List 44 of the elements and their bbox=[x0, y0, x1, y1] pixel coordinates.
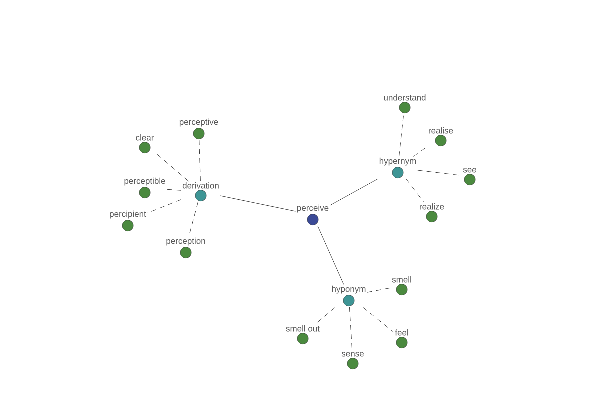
word-node: see bbox=[463, 168, 476, 186]
node-label: percipient bbox=[110, 210, 146, 219]
node-label: realise bbox=[429, 128, 454, 134]
word-node: understand bbox=[384, 94, 426, 114]
word-node: feel bbox=[395, 330, 408, 348]
node-label: perception bbox=[166, 238, 206, 246]
node-label: understand bbox=[384, 94, 426, 101]
word-node: clear bbox=[136, 134, 154, 154]
node-label: sense bbox=[342, 352, 364, 357]
node-label: perceptive bbox=[180, 118, 218, 127]
dashed-link bbox=[199, 140, 201, 182]
node-label: smell bbox=[392, 276, 412, 283]
link-line bbox=[220, 196, 296, 212]
dashed-link bbox=[155, 152, 189, 182]
node-label: hypernym bbox=[380, 158, 416, 166]
word-node: perceptive bbox=[180, 118, 218, 140]
dashed-link bbox=[362, 307, 394, 333]
node-label: clear bbox=[136, 134, 154, 141]
node-label: see bbox=[463, 168, 476, 173]
dashed-link bbox=[350, 307, 353, 352]
word-node: percipient bbox=[110, 210, 146, 232]
word-node: smell out bbox=[286, 326, 320, 344]
node-label: smell out bbox=[286, 326, 320, 332]
link-line bbox=[330, 178, 378, 206]
node-label: feel bbox=[395, 330, 408, 336]
word-node: perceptible bbox=[124, 178, 166, 198]
dashed-link bbox=[406, 179, 424, 203]
dashed-link bbox=[147, 200, 182, 214]
word-node: perception bbox=[166, 238, 206, 258]
dashed-link bbox=[166, 189, 182, 191]
word-node: smell bbox=[392, 276, 412, 296]
dashed-link bbox=[414, 146, 428, 157]
link-line bbox=[318, 226, 344, 285]
dashed-link bbox=[367, 288, 392, 293]
word-node: sense bbox=[342, 352, 364, 370]
dashed-link bbox=[399, 114, 404, 157]
word-node: realise bbox=[429, 128, 454, 146]
word-node: realize bbox=[420, 204, 444, 222]
node-label: hyponym bbox=[332, 286, 366, 294]
dashed-link bbox=[315, 307, 336, 325]
node-label: perceptible bbox=[124, 178, 166, 186]
node-label: realize bbox=[420, 204, 444, 210]
node-label: derivation bbox=[182, 182, 219, 189]
node-label: perceive bbox=[297, 204, 329, 213]
